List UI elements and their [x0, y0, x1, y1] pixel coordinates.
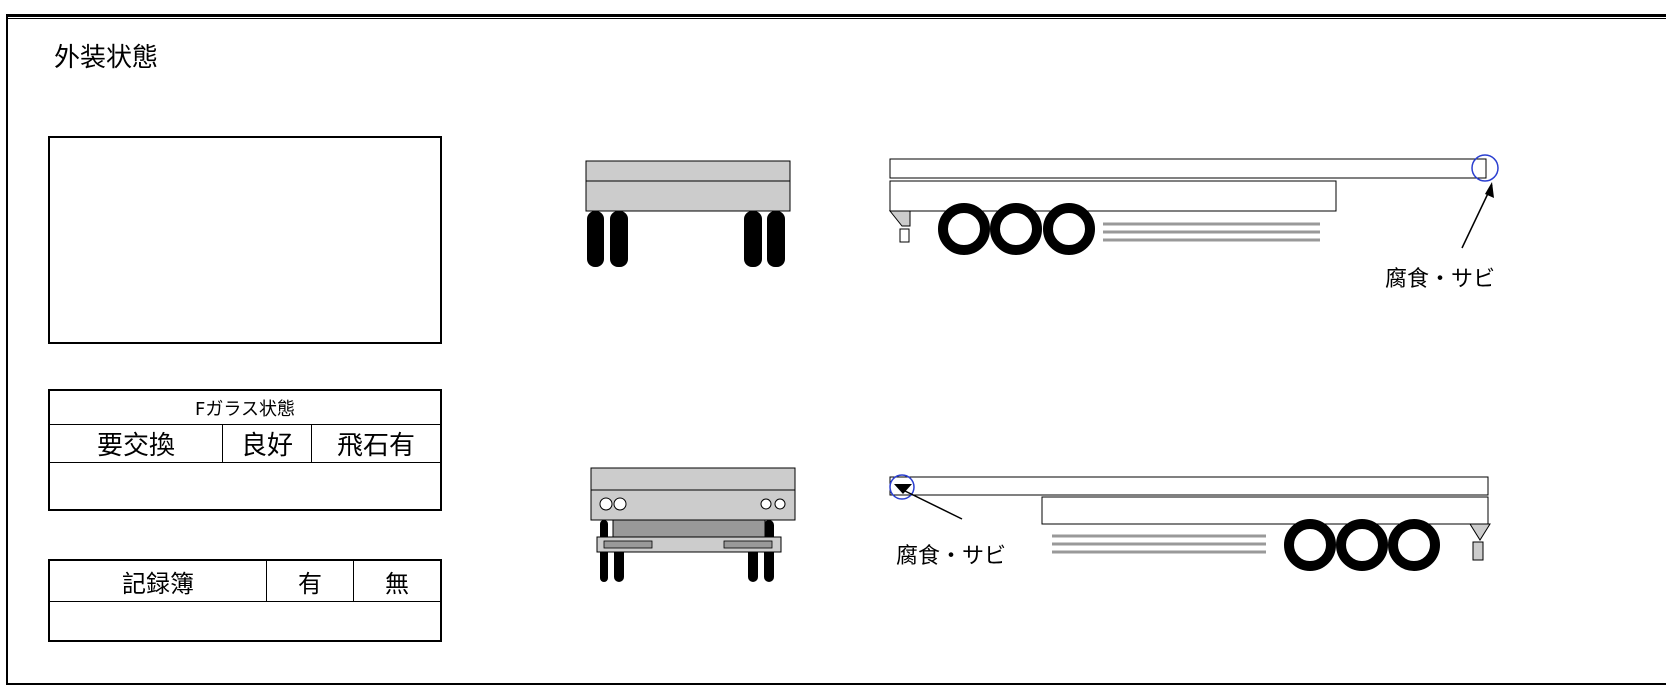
- glass-condition-table: Fガラス状態 要交換 良好 飛石有: [48, 389, 442, 511]
- damage-marker-top: [1471, 154, 1499, 182]
- record-option-no[interactable]: 無: [353, 559, 442, 602]
- record-header: 記録簿: [48, 559, 267, 602]
- frame-top-border: [6, 14, 1666, 17]
- frame-top-border-inner: [6, 18, 1666, 19]
- front-view-diagram: [585, 160, 791, 267]
- record-entry-cell[interactable]: [48, 601, 442, 642]
- record-book-table: 記録簿 有 無: [48, 559, 442, 642]
- page-frame: [6, 14, 1666, 685]
- record-option-yes[interactable]: 有: [266, 559, 354, 602]
- page-title: 外装状態: [54, 43, 159, 73]
- annotation-corrosion-top: 腐食・サビ: [1385, 267, 1496, 292]
- side-view-bottom-diagram: [889, 474, 1491, 571]
- glass-header: Fガラス状態: [48, 389, 442, 425]
- glass-option-good[interactable]: 良好: [222, 424, 312, 463]
- rear-view-diagram: [590, 467, 796, 582]
- annotation-corrosion-bottom: 腐食・サビ: [896, 544, 1007, 569]
- glass-entry-cell[interactable]: [48, 462, 442, 511]
- side-view-top-diagram: [888, 154, 1499, 255]
- frame-left-border: [6, 14, 8, 685]
- frame-bottom-border: [6, 683, 1666, 685]
- photo-box[interactable]: [48, 136, 442, 344]
- glass-option-chip[interactable]: 飛石有: [311, 424, 442, 463]
- damage-marker-bottom: [889, 474, 915, 500]
- arrow-icon: [1485, 182, 1494, 198]
